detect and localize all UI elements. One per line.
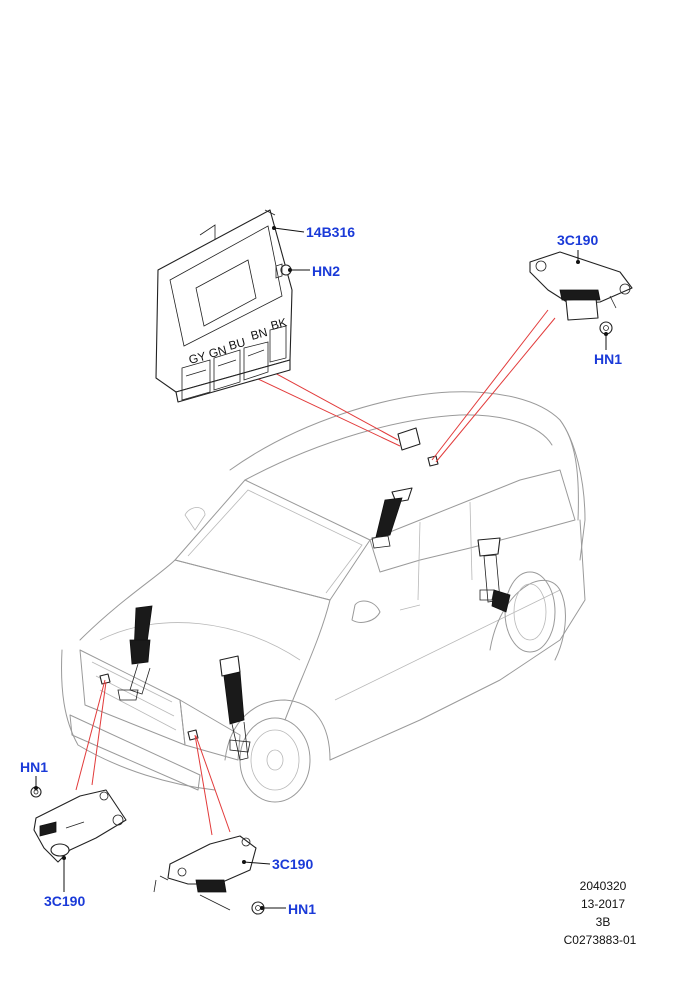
callout-hn1-left: HN1 xyxy=(20,759,48,775)
sensor-location-rear xyxy=(427,455,439,467)
callout-3c190-left: 3C190 xyxy=(44,893,85,909)
reference-catalog-code: C0273883-01 xyxy=(564,933,637,947)
air-strut-rear-right xyxy=(477,537,511,613)
air-strut-front-left xyxy=(117,605,153,701)
height-sensor-bracket-left xyxy=(33,789,127,863)
reference-date: 13-2017 xyxy=(581,897,625,911)
height-sensor-bracket-front xyxy=(153,835,257,911)
svg-text:GY: GY xyxy=(187,349,207,367)
reference-section: 3B xyxy=(596,915,611,929)
module-location-marker xyxy=(397,427,421,451)
svg-text:BN: BN xyxy=(249,325,269,343)
location-pointers xyxy=(75,309,556,836)
callout-3c190-rear: 3C190 xyxy=(557,232,598,248)
vehicle-outline xyxy=(61,391,586,803)
callout-14b316: 14B316 xyxy=(306,224,355,240)
callout-3c190-front: 3C190 xyxy=(272,856,313,872)
callout-hn2: HN2 xyxy=(312,263,340,279)
svg-text:BU: BU xyxy=(227,335,247,353)
suspension-control-module: GY GN BU BN BK xyxy=(155,209,293,403)
air-strut-rear-left xyxy=(371,487,413,549)
svg-text:BK: BK xyxy=(269,315,288,333)
callout-hn1-rear: HN1 xyxy=(594,351,622,367)
callout-hn1-front: HN1 xyxy=(288,901,316,917)
reference-block: 2040320 13-2017 3B C0273883-01 xyxy=(564,879,637,947)
nut-hn1-rear xyxy=(599,321,613,335)
height-sensor-bracket-rear xyxy=(529,251,633,321)
callout-leaders xyxy=(34,226,608,910)
reference-number: 2040320 xyxy=(580,879,627,893)
svg-text:GN: GN xyxy=(207,343,228,361)
air-strut-front-right xyxy=(219,655,251,761)
sensor-location-front-left xyxy=(99,673,111,685)
